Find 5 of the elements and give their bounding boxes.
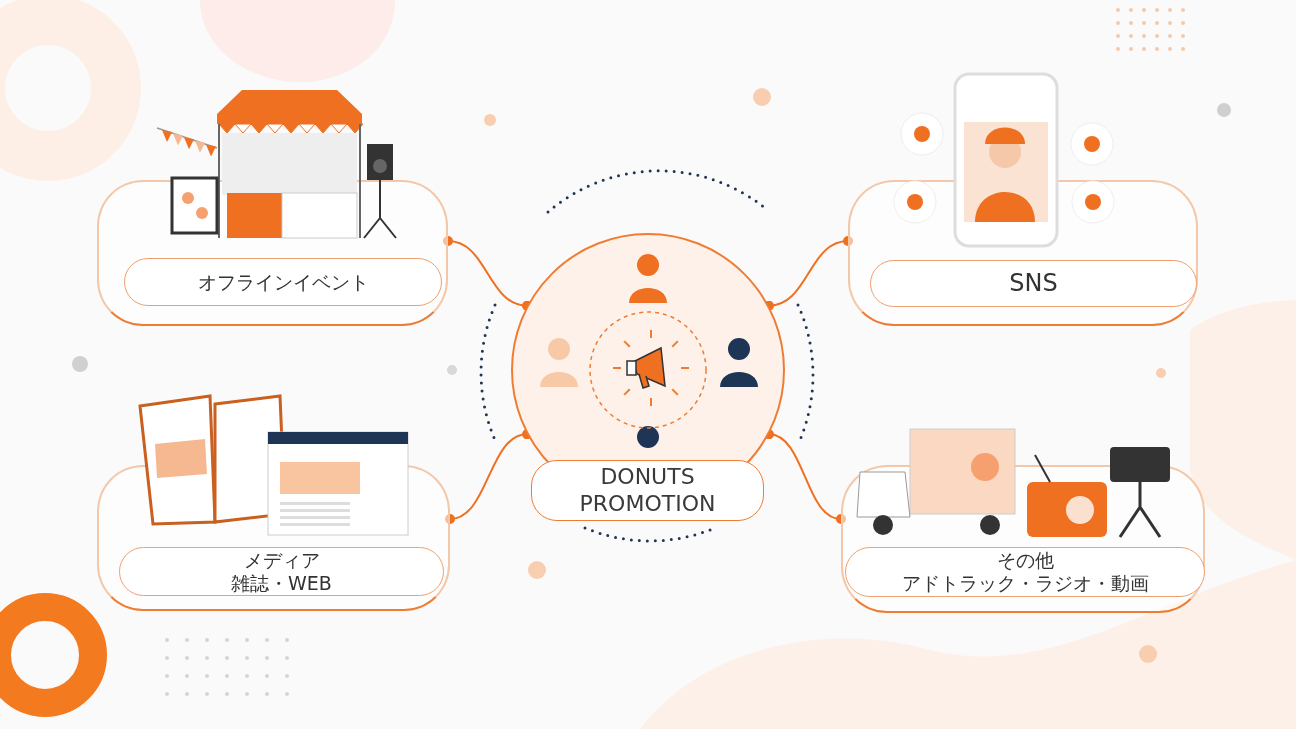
category-label: オフラインイベント <box>124 258 442 306</box>
title-label: DONUTS PROMOTION <box>531 460 764 521</box>
category-label: SNS <box>870 260 1197 307</box>
category-label: その他 アドトラック・ラジオ・動画 <box>845 547 1205 597</box>
category-label: メディア 雑誌・WEB <box>119 547 444 596</box>
